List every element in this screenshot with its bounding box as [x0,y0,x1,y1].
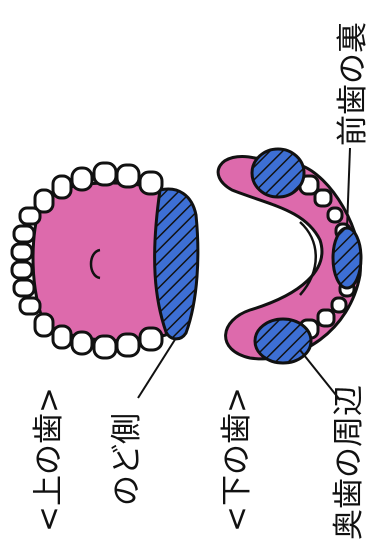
lower-tooth [318,310,334,326]
upper-tooth [140,172,162,194]
upper-tooth [94,336,116,358]
upper-tooth [117,334,139,356]
lower-tooth [315,190,331,206]
upper-tooth [20,208,40,224]
upper-tooth [53,176,71,198]
lower-tooth [332,298,346,312]
label-lower-teeth: <下の歯> [222,387,253,532]
upper-tooth [72,168,92,190]
label-back-teeth-area: 奥歯の周辺 [334,385,365,540]
plaque-back-teeth-top [252,149,304,197]
upper-tooth [94,163,116,185]
upper-tooth [117,165,139,187]
label-front-teeth-back: 前歯の裏 [338,22,369,146]
upper-tooth [72,332,92,354]
upper-tooth [20,298,40,314]
plaque-back-teeth-bottom [255,319,311,363]
upper-tooth [12,244,32,260]
upper-tooth [14,280,34,296]
plaque-throat-side [155,189,198,339]
label-throat-side: のど側 [112,413,143,506]
lower-jaw [218,149,361,363]
upper-tooth [12,262,32,278]
upper-jaw [12,163,198,358]
lower-tooth [328,208,342,222]
plaque-front-teeth-back [333,228,361,288]
upper-tooth [53,326,71,348]
upper-tooth [14,226,34,242]
upper-tooth [140,328,162,350]
upper-tooth [35,314,53,336]
label-upper-teeth: <上の歯> [34,387,65,532]
